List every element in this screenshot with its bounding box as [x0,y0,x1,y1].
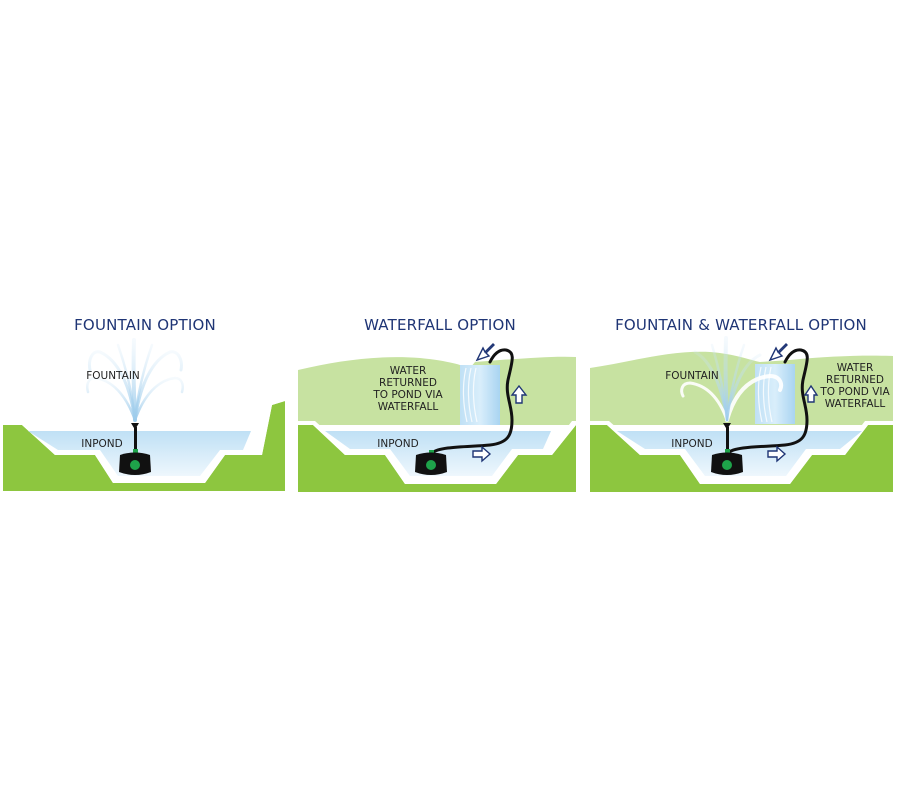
waterfall-note: WATER RETURNED TO POND VIA WATERFALL [817,362,893,410]
waterfall [755,364,795,424]
waterfall-note-line: WATER [836,362,874,374]
pump-light-icon [426,460,436,470]
panel-title-waterfall: WATERFALL OPTION [364,316,516,334]
waterfall [460,365,500,425]
arrow-down-left-icon [768,343,788,362]
hose [430,348,514,455]
label-inpond: INPOND [671,438,713,450]
waterfall-note-line: TO POND VIA [373,389,443,401]
panel-title-fountain: FOUNTAIN OPTION [74,316,216,334]
label-inpond: INPOND [81,438,123,450]
pond-water [617,431,862,476]
fountain-spray [86,338,184,422]
waterfall-note-line: WATER [389,365,427,377]
waterfall-note-line: TO POND VIA [820,386,890,398]
arrow-up-icon [510,384,528,404]
waterfall-note-line: WATERFALL [824,398,886,410]
flow-arrows [767,343,819,463]
pump [711,423,743,475]
arrow-right-icon [472,445,492,463]
hose [726,348,809,455]
hill [298,356,576,425]
waterfall-note: WATER RETURNED TO POND VIA WATERFALL [368,365,448,413]
label-inpond: INPOND [377,438,419,450]
ground [3,401,285,491]
label-fountain: FOUNTAIN [665,370,719,382]
waterfall-note-line: WATERFALL [377,401,439,413]
pond-liner [298,421,576,484]
panel-fountain [3,338,285,491]
pump [119,423,151,475]
ground [590,425,893,492]
pond-liner [590,421,893,484]
pump-light-icon [722,460,732,470]
panel-title-fountain-waterfall: FOUNTAIN & WATERFALL OPTION [615,316,867,334]
pump [415,450,447,475]
label-fountain: FOUNTAIN [86,370,140,382]
arrow-up-icon [803,384,819,403]
panel-fountain-waterfall [590,336,893,492]
panel-waterfall [298,343,576,492]
pump-light-icon [130,460,140,470]
fountain-spray [680,336,784,422]
ground [298,425,576,492]
waterfall-note-line: RETURNED [826,374,884,386]
waterfall-note-line: RETURNED [379,377,437,389]
flow-arrows [472,343,528,463]
arrow-right-icon [767,445,787,463]
arrow-down-left-icon [475,343,495,362]
